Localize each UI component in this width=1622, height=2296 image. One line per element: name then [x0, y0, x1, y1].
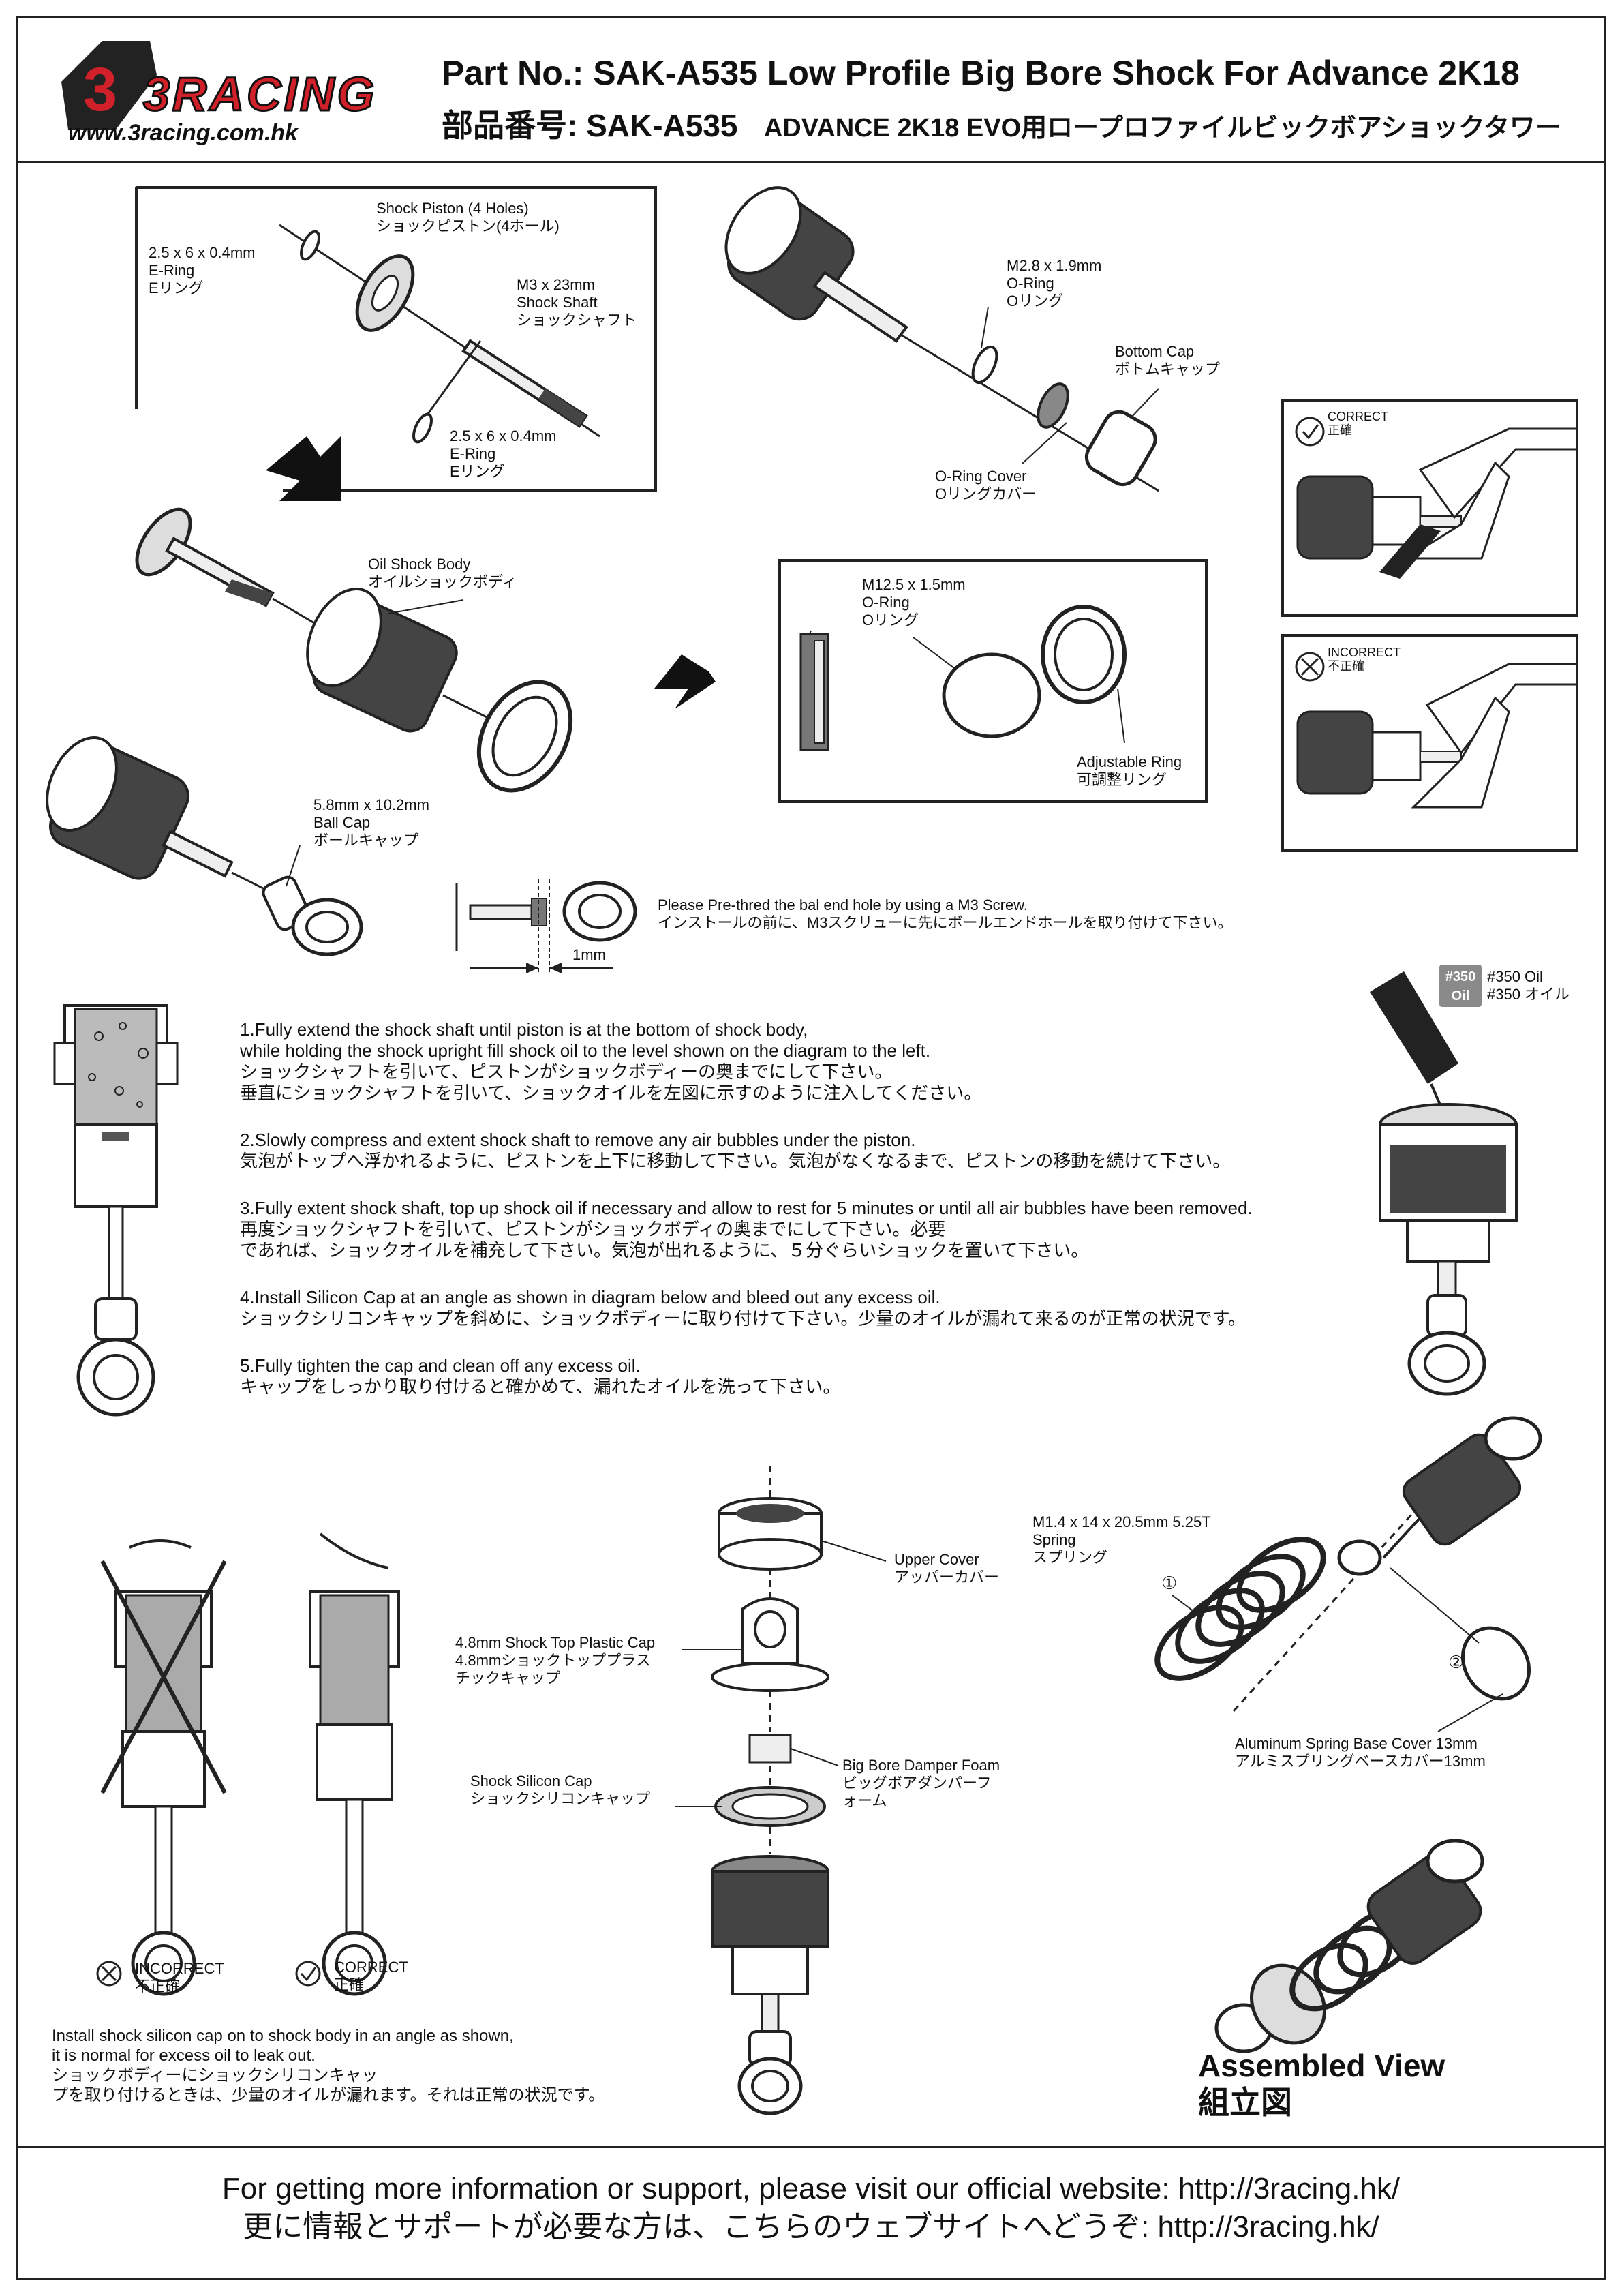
label-oil: #350 Oil#350 オイル: [1487, 968, 1570, 1003]
logo-url: www.3racing.com.hk: [68, 120, 298, 146]
title-jp-description: ADVANCE 2K18 EVO用ロープロファイルビックボアショックタワー: [763, 114, 1561, 142]
prethread-note: Please Pre-thred the bal end hole by usi…: [658, 896, 1233, 931]
cutter-incorrect-panel: [1281, 634, 1578, 852]
incorrect-icon: [96, 1961, 122, 1987]
instruction-3: 3.Fully extent shock shaft, top up shock…: [240, 1198, 1253, 1260]
instruction-1: 1.Fully extend the shock shaft until pis…: [240, 1019, 982, 1103]
footer-divider: [16, 2146, 1606, 2148]
header-divider: [16, 161, 1606, 163]
adjustable-ring-panel: [778, 559, 1208, 803]
label-dimension-1mm: 1mm: [572, 946, 606, 963]
cap-install-note: Install shock silicon cap on to shock bo…: [52, 2027, 605, 2104]
footer-line-en: For getting more information or support,…: [221, 2172, 1401, 2205]
title-jp-partno: 部品番号: SAK-A535: [442, 108, 738, 143]
cutter-incorrect-illustration: [1295, 652, 1578, 809]
instruction-4: 4.Install Silicon Cap at an angle as sho…: [240, 1287, 1246, 1329]
page-title: Part No.: SAK-A535 Low Profile Big Bore …: [442, 54, 1520, 92]
cutter-correct-illustration: [1295, 417, 1578, 579]
step-1-marker: ①: [1161, 1573, 1178, 1593]
page-title-jp: 部品番号: SAK-A535 ADVANCE 2K18 EVO用ロープロファイル…: [442, 101, 1561, 146]
spring-coils: [1154, 1537, 1326, 1681]
cutter-correct-panel: [1281, 399, 1578, 617]
instruction-2: 2.Slowly compress and extent shock shaft…: [240, 1130, 1231, 1171]
svg-text:3: 3: [83, 56, 117, 124]
logo: 3 3RACING www.3racing.com.hk: [55, 34, 423, 150]
correct-icon: [295, 1961, 321, 1987]
footer-support: For getting more information or support,…: [16, 2170, 1606, 2246]
label-shock-piston: Shock Piston (4 Holes)ショックピストン(4ホール): [376, 200, 560, 235]
logo-wordmark: 3RACING: [142, 67, 378, 122]
logo-mark: 3: [61, 41, 157, 130]
step-2-marker: ②: [1448, 1652, 1465, 1672]
instructions: 1.Fully extend the shock shaft until pis…: [240, 1019, 1253, 1423]
page-frame: [16, 16, 1606, 2280]
instruction-5: 5.Fully tighten the cap and clean off an…: [240, 1355, 841, 1397]
footer-line-jp: 更に情報とサポートが必要な方は、こちらのウェブサイトへどうぞ: http://3…: [243, 2210, 1379, 2244]
